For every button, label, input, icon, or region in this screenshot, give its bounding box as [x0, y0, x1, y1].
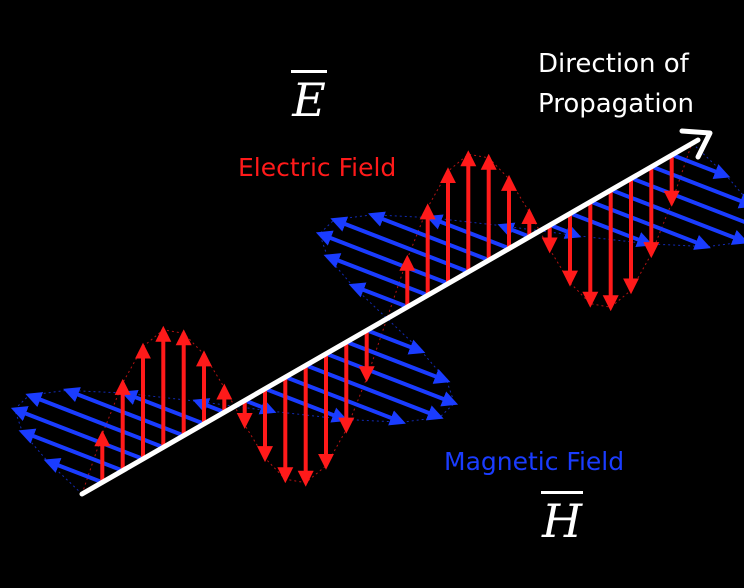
electric-field-symbol: E — [289, 70, 329, 123]
direction-of-propagation-label: Direction of Propagation — [538, 44, 694, 124]
h-symbol-letter: H — [541, 494, 583, 548]
magnetic-field-arrow — [43, 457, 104, 485]
overline — [541, 491, 583, 494]
propagation-axis — [79, 128, 713, 497]
magnetic-field-arrow — [63, 387, 185, 438]
magnetic-field-arrow — [548, 223, 582, 239]
electric-field-vectors — [94, 150, 680, 487]
magnetic-field-arrow — [192, 398, 226, 414]
magnetic-field-arrow — [348, 282, 409, 309]
magnetic-field-arrow — [330, 216, 470, 274]
magnetic-field-label: Magnetic Field — [444, 447, 625, 476]
magnetic-field-arrow — [18, 428, 124, 473]
magnetic-field-arrow — [368, 211, 490, 262]
magnetic-field-arrow — [243, 398, 277, 415]
e-symbol-letter: E — [292, 73, 326, 127]
magnetic-field-arrow — [650, 164, 744, 209]
magnetic-field-symbol: H — [539, 491, 585, 544]
magnetic-field-arrow — [497, 222, 531, 239]
propagation-arrowhead — [679, 128, 713, 160]
magnetic-field-arrow — [609, 187, 744, 245]
direction-label-line-1: Direction of — [538, 49, 689, 79]
direction-label-line-2: Propagation — [538, 89, 694, 119]
overline — [291, 70, 327, 73]
magnetic-field-arrow — [589, 199, 711, 250]
magnetic-field-arrow — [304, 363, 444, 421]
magnetic-field-arrow — [345, 340, 451, 384]
magnetic-field-arrow — [284, 375, 406, 426]
magnetic-field-arrow — [25, 392, 165, 450]
electric-field-label: Electric Field — [238, 153, 397, 182]
magnetic-field-arrow — [323, 253, 429, 297]
magnetic-field-arrow — [670, 152, 731, 180]
magnetic-field-arrow — [365, 328, 426, 355]
